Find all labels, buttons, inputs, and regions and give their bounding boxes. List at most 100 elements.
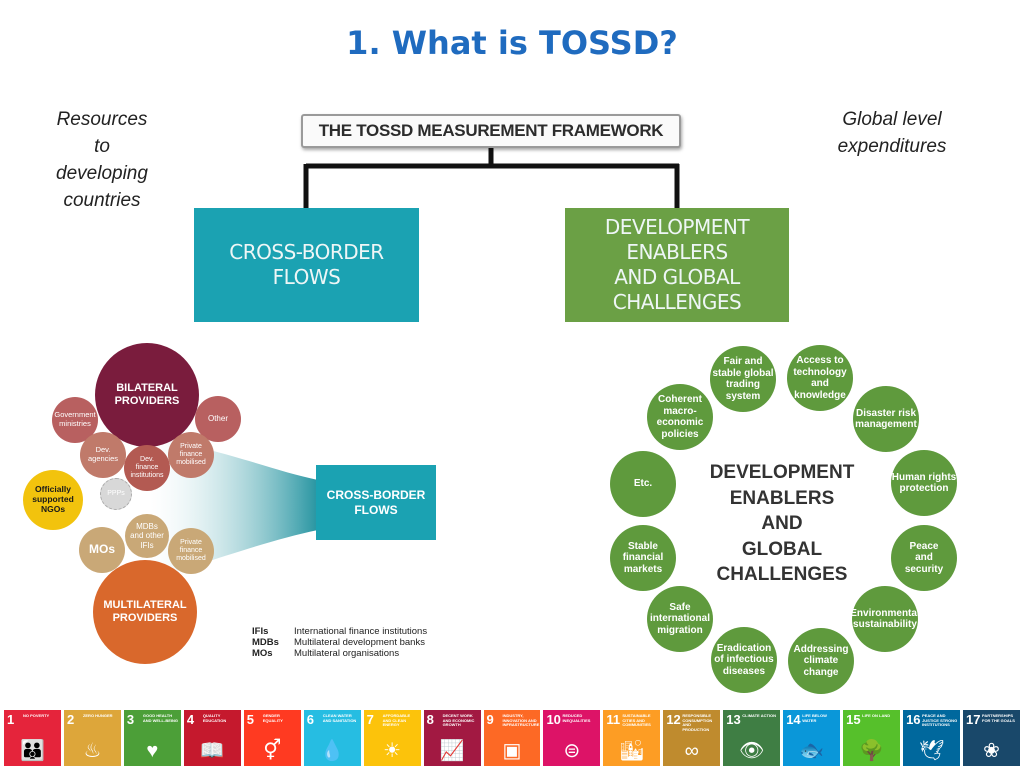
cross-border-flows-box: CROSS-BORDER FLOWS — [194, 208, 419, 322]
gender-icon: ⚥ — [263, 740, 282, 762]
enabler-label: Stable — [627, 540, 658, 552]
enabler-label: of infectious — [714, 654, 774, 666]
sdg-number: 8 — [426, 712, 434, 727]
fish-icon: 🐟 — [799, 740, 825, 762]
multilateral-label: MULTILATERAL — [103, 599, 187, 612]
legend-full: Multilateral organisations — [294, 648, 400, 659]
heartbeat-icon: ♥ — [146, 740, 159, 762]
enabler-label: markets — [623, 563, 663, 575]
sdg-number: 16 — [906, 712, 921, 727]
mdbs-label: MDBs — [136, 522, 158, 532]
sdg-label: CLIMATE ACTION — [742, 713, 777, 718]
enabler-label: trading — [726, 379, 760, 390]
sdg-label: NO POVERTY — [23, 713, 50, 718]
government-label: Government — [54, 410, 96, 420]
global-expenditures-note: Global level expenditures — [818, 106, 966, 160]
enabler-label: Human rights — [891, 471, 957, 483]
target-label: FLOWS — [354, 502, 398, 517]
enabler-label: technology — [793, 366, 847, 378]
eye-icon: 👁 — [739, 740, 765, 762]
framework-title-box: THE TOSSD MEASUREMENT FRAMEWORK — [301, 114, 681, 148]
center-line: ENABLERS — [729, 487, 835, 509]
ngos-label: NGOs — [40, 503, 66, 514]
sdg-label: QUALITY EDUCATION — [202, 713, 227, 723]
sdg-label: INDUSTRY, INNOVATION AND INFRASTRUCTURE — [502, 713, 540, 727]
enabler-label: sustainability — [853, 619, 917, 630]
development-enablers-label: CHALLENGES — [612, 290, 742, 314]
government-label: ministries — [59, 419, 91, 428]
legend-abbr: MDBs — [252, 637, 279, 648]
enabler-label: change — [803, 666, 839, 678]
sdg-number: 12 — [666, 712, 681, 727]
sdg-number: 13 — [726, 712, 741, 727]
enabler-label: international — [649, 613, 710, 625]
sdg-label: GENDER EQUALITY — [262, 713, 283, 723]
sdg-label: CLEAN WATER AND SANITATION — [322, 713, 357, 723]
legend-full: Multilateral development banks — [294, 637, 425, 648]
city-icon: 🏙 — [619, 740, 645, 762]
dove-icon: 🕊 — [918, 740, 945, 762]
book-icon: 📖 — [199, 740, 225, 762]
dev-agencies-label: agencies — [87, 454, 119, 463]
sdg-number: 5 — [246, 712, 254, 727]
cross-border-flows-label: CROSS-BORDER FLOWS — [229, 240, 384, 289]
sdg-label: LIFE BELOW WATER — [802, 713, 827, 723]
enabler-label: financial — [622, 552, 664, 564]
dev-finance-label: institutions — [130, 472, 164, 480]
enabler-etc: Etc. — [610, 451, 676, 517]
other-label: Other — [207, 414, 228, 424]
legend-row: MDBs Multilateral development banks — [252, 637, 427, 648]
bilateral-label: PROVIDERS — [114, 395, 180, 407]
infinity-icon: ∞ — [684, 740, 699, 762]
multilateral-label: PROVIDERS — [112, 612, 178, 624]
private-bottom-label: mobilised — [176, 555, 206, 563]
resources-note-line: to — [94, 136, 110, 157]
tree-icon: 🌳 — [859, 740, 885, 762]
enabler-label: Safe — [669, 601, 691, 613]
global-note-line: expenditures — [837, 136, 947, 157]
enablers-center-label: DEVELOPMENT ENABLERS AND GLOBAL CHALLENG… — [690, 460, 874, 588]
sdg-label: REDUCED INEQUALITIES — [562, 713, 591, 723]
enabler-label: and — [915, 552, 933, 564]
sdg-label: DECENT WORK AND ECONOMIC GROWTH — [442, 713, 475, 727]
ppps-label: PPPs — [107, 489, 125, 497]
enabler-label: policies — [661, 428, 699, 440]
enabler-label: climate — [803, 655, 839, 667]
center-line: GLOBAL — [741, 538, 823, 560]
legend-abbr: MOs — [252, 648, 273, 659]
enabler-label: stable global — [712, 367, 774, 379]
enabler-label: Access to — [796, 355, 844, 366]
mdbs-label: IFIs — [140, 540, 154, 550]
resources-note-line: Resources — [56, 109, 148, 130]
enabler-label: Eradication — [716, 642, 772, 654]
development-enablers-label: AND GLOBAL — [614, 265, 740, 289]
dev-finance-label: finance — [135, 463, 159, 471]
dev-agencies-label: Dev. — [95, 445, 111, 455]
sdg-label: AFFORDABLE AND CLEAN ENERGY — [382, 713, 411, 727]
enabler-label: knowledge — [794, 389, 846, 401]
global-note-line: Global level — [842, 109, 942, 130]
ppps-circle: PPPs — [100, 478, 132, 510]
center-line: CHALLENGES — [716, 564, 848, 585]
